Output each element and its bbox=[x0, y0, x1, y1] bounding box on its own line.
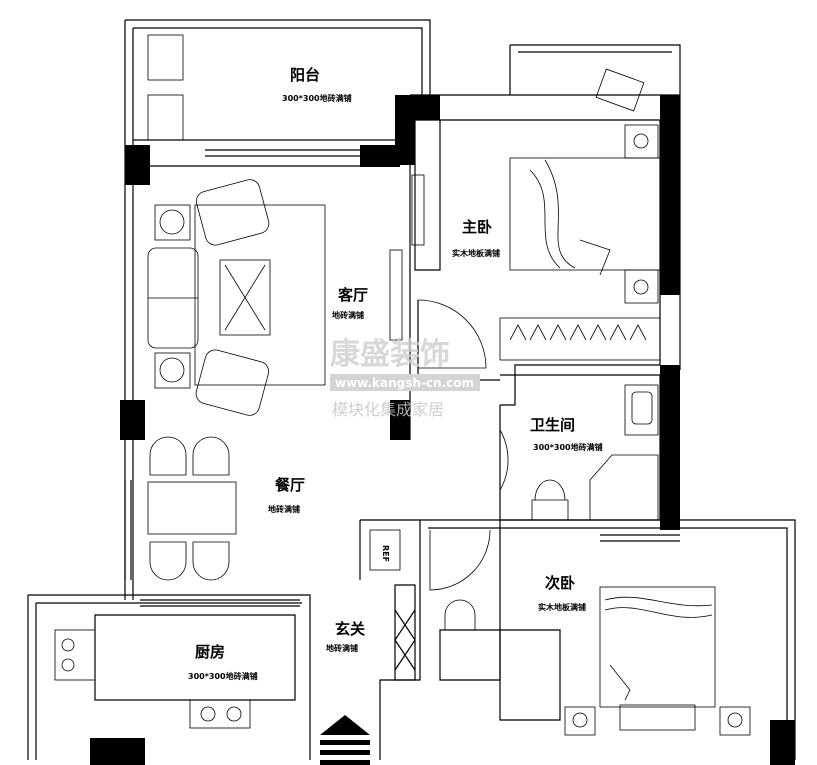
room-floor-kitchen: 300*300地砖满铺 bbox=[188, 671, 258, 681]
structural-columns bbox=[90, 95, 795, 765]
room-name-balcony: 阳台 bbox=[290, 66, 320, 84]
room-floor-second-bedroom: 实木地板满铺 bbox=[538, 602, 586, 612]
tv-cabinet bbox=[389, 249, 403, 341]
bathtub bbox=[624, 384, 659, 436]
side-table bbox=[154, 204, 191, 241]
armchair bbox=[195, 179, 270, 246]
rug bbox=[194, 204, 326, 386]
fridge bbox=[369, 529, 401, 571]
desk-chair bbox=[444, 599, 476, 630]
fridge-label: REF bbox=[381, 545, 390, 562]
master-bed bbox=[509, 157, 661, 271]
side-table bbox=[154, 352, 191, 389]
washing-machine bbox=[147, 94, 184, 141]
room-name-bathroom: 卫生间 bbox=[530, 416, 575, 434]
room-floor-master-bedroom: 实木地板满铺 bbox=[452, 248, 500, 258]
watermark-url: www.kangsh-cn.com bbox=[335, 376, 474, 390]
furniture bbox=[54, 34, 751, 736]
watermark-brand: 康盛装饰 bbox=[330, 337, 450, 372]
room-floor-bathroom: 300*300地砖满铺 bbox=[533, 442, 603, 452]
room-name-living-room: 客厅 bbox=[337, 286, 368, 304]
second-bed bbox=[599, 586, 716, 708]
room-floor-dining-room: 地砖满铺 bbox=[268, 504, 300, 514]
watermark-slogan: 模块化集成家居 bbox=[332, 400, 444, 419]
balcony-sink bbox=[147, 34, 184, 81]
dining-table bbox=[147, 481, 237, 535]
room-name-kitchen: 厨房 bbox=[195, 643, 225, 661]
coffee-table bbox=[219, 259, 271, 336]
doors bbox=[417, 299, 509, 591]
kitchen-sink bbox=[54, 629, 96, 681]
room-name-master-bedroom: 主卧 bbox=[462, 218, 492, 236]
room-name-entrance: 玄关 bbox=[335, 620, 365, 638]
room-floor-living-room: 地砖满铺 bbox=[332, 310, 364, 320]
toilet bbox=[531, 479, 569, 521]
room-floor-entrance: 地砖满铺 bbox=[326, 643, 358, 653]
room-name-second-bedroom: 次卧 bbox=[545, 574, 575, 592]
room-floor-balcony: 300*300地砖满铺 bbox=[282, 93, 352, 103]
watermark: 康盛装饰 www.kangsh-cn.com 模块化集成家居 bbox=[330, 337, 480, 419]
armchair bbox=[195, 349, 270, 416]
room-name-dining-room: 餐厅 bbox=[275, 476, 305, 494]
shower bbox=[589, 454, 659, 521]
wardrobe bbox=[499, 317, 661, 361]
entry-arrow-icon bbox=[320, 715, 370, 765]
stove bbox=[189, 699, 251, 729]
